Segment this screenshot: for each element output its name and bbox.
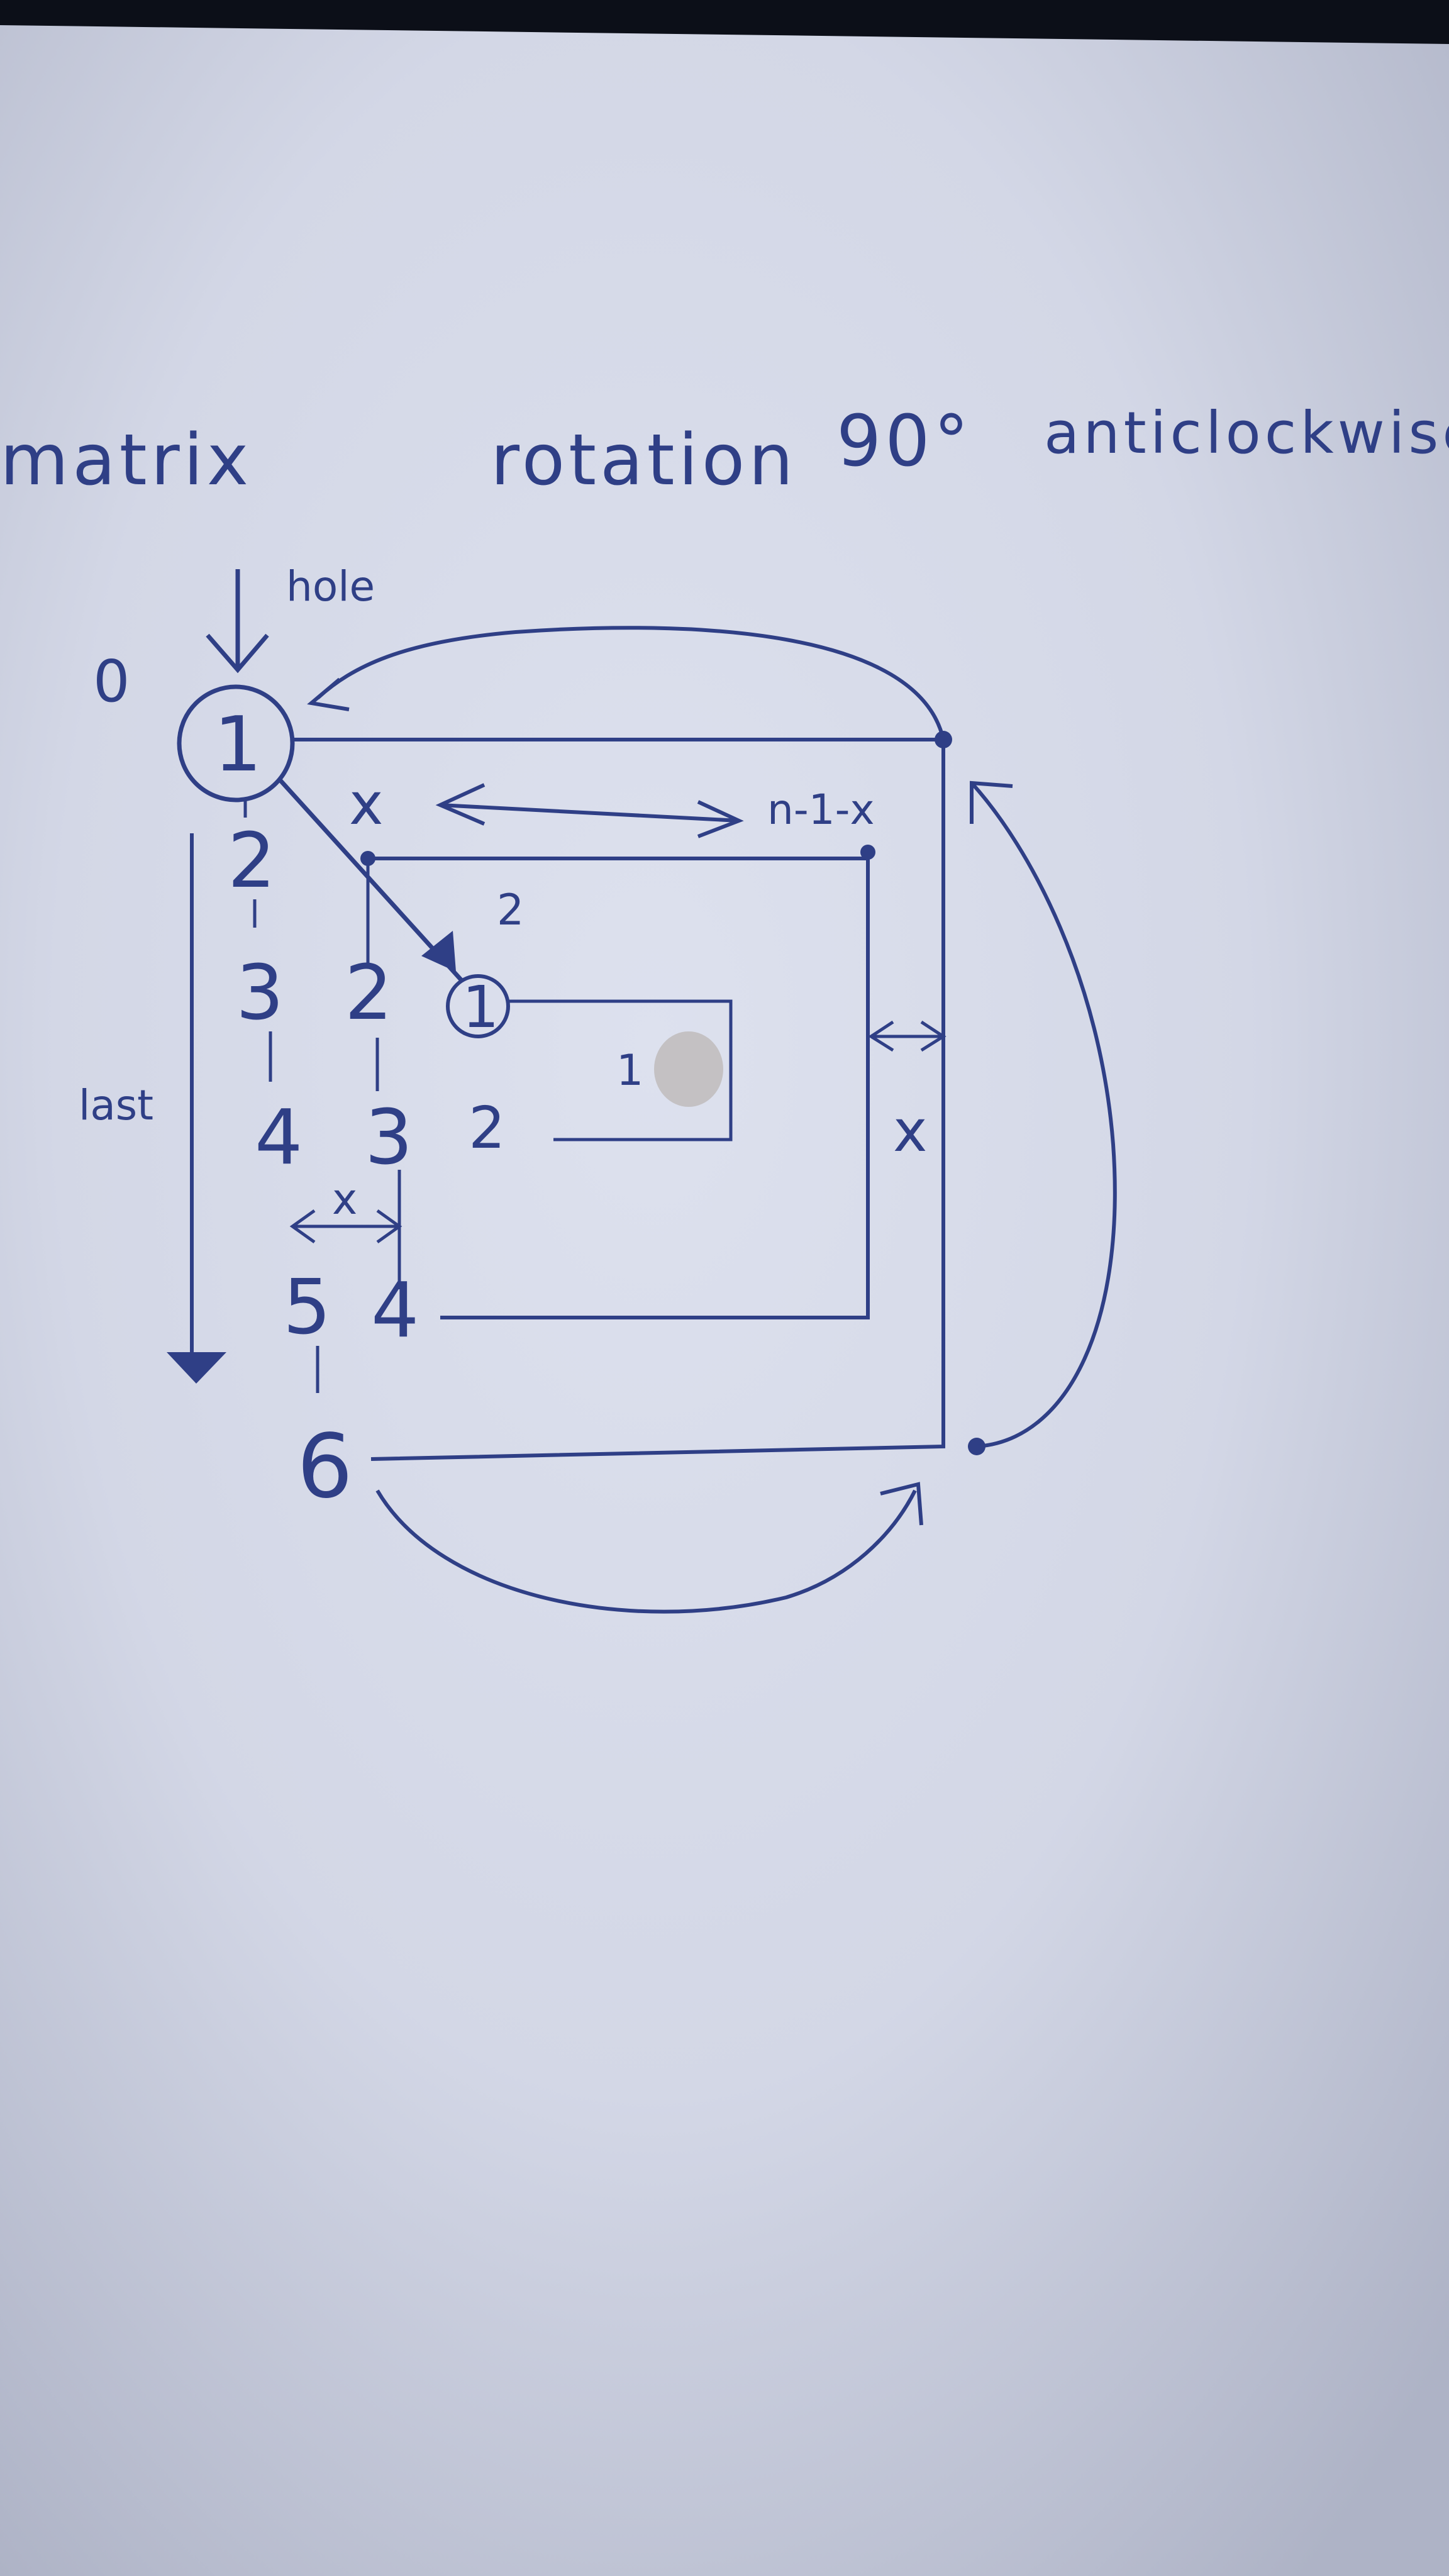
x-top-label: x	[349, 770, 383, 838]
bottom-curve-arrowhead	[880, 1482, 923, 1526]
inner-ring-line	[509, 999, 733, 1141]
n-minus-label: n-1-x	[767, 786, 875, 834]
x-small-label: x	[332, 1175, 357, 1224]
middle-ring-corner	[860, 845, 875, 860]
outer-col-number-4: 4	[255, 1094, 303, 1182]
outer-col-number-6: 6	[297, 1416, 353, 1518]
x-right-label: x	[893, 1097, 927, 1165]
outer-ring-line	[292, 738, 945, 1461]
x-right-arrowhead-left	[868, 1020, 894, 1052]
top-curve-arrow	[316, 626, 945, 740]
x-top-arrowhead-right	[697, 800, 744, 838]
index-zero-label: 0	[93, 648, 130, 715]
diagonal-arrowhead	[421, 931, 456, 972]
last-label: last	[79, 1081, 153, 1130]
x-small-arrowhead-left	[289, 1209, 316, 1244]
hole-label: hole	[286, 562, 375, 611]
outer-col-number-3: 3	[236, 950, 284, 1037]
middle-col-number-3: 3	[365, 1094, 413, 1182]
x-top-double-arrow-line	[440, 803, 740, 823]
middle-ring-line	[368, 857, 870, 1319]
paper-sheet	[0, 25, 1449, 2576]
inner-start-circle	[446, 974, 510, 1038]
x-top-arrowhead-left	[435, 783, 486, 826]
title-word-90: 90°	[836, 401, 973, 482]
top-curve-arrowhead	[307, 677, 350, 711]
paper-smudge	[654, 1031, 723, 1107]
outer-start-number: 1	[214, 701, 262, 789]
x-right-arrowhead-right	[920, 1020, 947, 1052]
outer-col-number-2: 2	[228, 818, 275, 905]
inner-center-number: 1	[616, 1046, 643, 1096]
hole-arrow-head	[206, 633, 269, 674]
title-word-rotation: rotation	[491, 419, 797, 501]
outer-start-circle	[177, 684, 295, 802]
title-word-matrix: matrix	[0, 419, 252, 501]
diagonal-two-label: 2	[497, 886, 524, 935]
last-bracket-arrowhead	[167, 1352, 226, 1384]
right-curve-arrowhead	[970, 780, 1013, 824]
inner-row-2-number: 2	[469, 1094, 506, 1162]
x-small-arrowhead-right	[376, 1209, 402, 1244]
right-curve-arrow	[970, 781, 1117, 1448]
title-word-anticlockwise: anticlockwise	[1044, 399, 1449, 467]
bottom-curve-arrow	[375, 1489, 917, 1614]
diagonal-line	[278, 778, 464, 983]
outer-col-number-5: 5	[283, 1264, 331, 1352]
middle-col-number-2: 2	[345, 950, 392, 1037]
middle-col-number-4: 4	[371, 1267, 419, 1355]
inner-start-number: 1	[462, 974, 499, 1041]
